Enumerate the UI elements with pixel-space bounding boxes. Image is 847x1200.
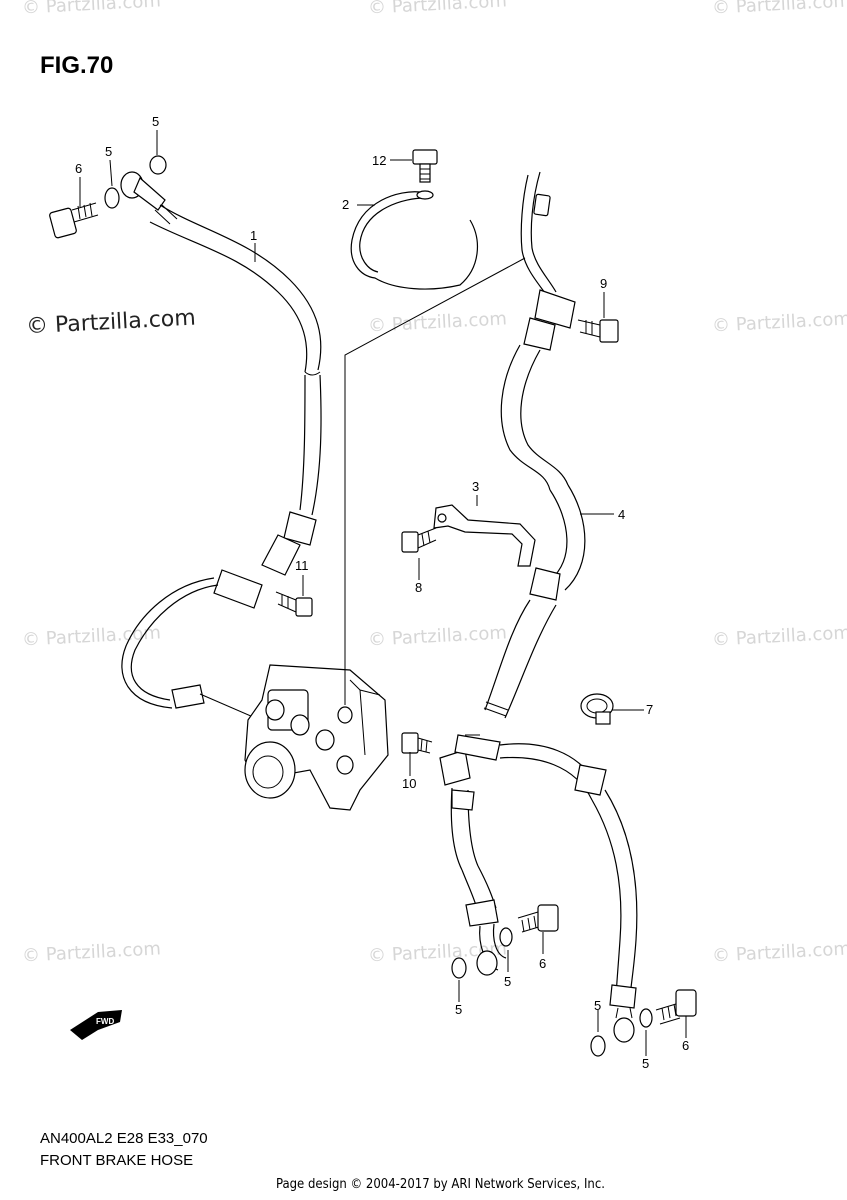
leader-lines xyxy=(79,130,687,1056)
figure-code: AN400AL2 E28 E33_070 xyxy=(40,1130,208,1147)
brake-hose-upper xyxy=(49,155,322,751)
union-bolt xyxy=(655,989,697,1025)
washer xyxy=(639,1008,653,1028)
bolt xyxy=(401,527,437,553)
callout-washer: 5 xyxy=(504,974,511,989)
washer xyxy=(149,155,167,175)
callout-union-bolt: 6 xyxy=(682,1038,689,1053)
callout-washer: 5 xyxy=(105,144,112,159)
washer xyxy=(451,957,467,979)
union-bolt xyxy=(517,904,559,933)
callout-washer: 5 xyxy=(455,1002,462,1017)
forward-arrow-icon: FWD xyxy=(70,1010,122,1040)
callout-hose-clamp-wire: 2 xyxy=(342,197,349,212)
callout-bolt: 12 xyxy=(372,153,386,168)
callout-bolt: 9 xyxy=(600,276,607,291)
callout-brake-hose-front: 4 xyxy=(618,507,625,522)
callout-brake-hose-upper: 1 xyxy=(250,228,257,243)
copyright-notice: Page design © 2004-2017 by ARI Network S… xyxy=(276,1177,605,1192)
callout-bolt: 11 xyxy=(295,558,309,573)
hose-clamp-wire xyxy=(350,190,478,290)
union-bolt xyxy=(49,202,99,239)
callout-bolt: 10 xyxy=(402,776,416,791)
washer xyxy=(590,1035,606,1057)
callout-hose-clamp: 7 xyxy=(646,702,653,717)
hose-clamp xyxy=(580,693,614,725)
callout-washer: 5 xyxy=(152,114,159,129)
bolt xyxy=(577,319,619,343)
callout-union-bolt: 6 xyxy=(539,956,546,971)
bolt xyxy=(412,149,438,183)
callout-bolt: 8 xyxy=(415,580,422,595)
washer xyxy=(104,187,120,209)
bolt xyxy=(401,732,433,754)
figure-description: FRONT BRAKE HOSE xyxy=(40,1152,194,1169)
callout-washer: 5 xyxy=(642,1056,649,1071)
abs-hydraulic-unit xyxy=(244,664,389,811)
callout-union-bolt: 6 xyxy=(75,161,82,176)
figure-title: FIG.70 xyxy=(40,52,114,79)
callout-hose-bracket: 3 xyxy=(472,479,479,494)
bolt xyxy=(275,591,313,617)
brake-hose-front xyxy=(439,171,638,1043)
fwd-label: FWD xyxy=(96,1017,114,1026)
washer xyxy=(499,927,513,947)
callout-washer: 5 xyxy=(594,998,601,1013)
hose-bracket xyxy=(433,504,536,567)
